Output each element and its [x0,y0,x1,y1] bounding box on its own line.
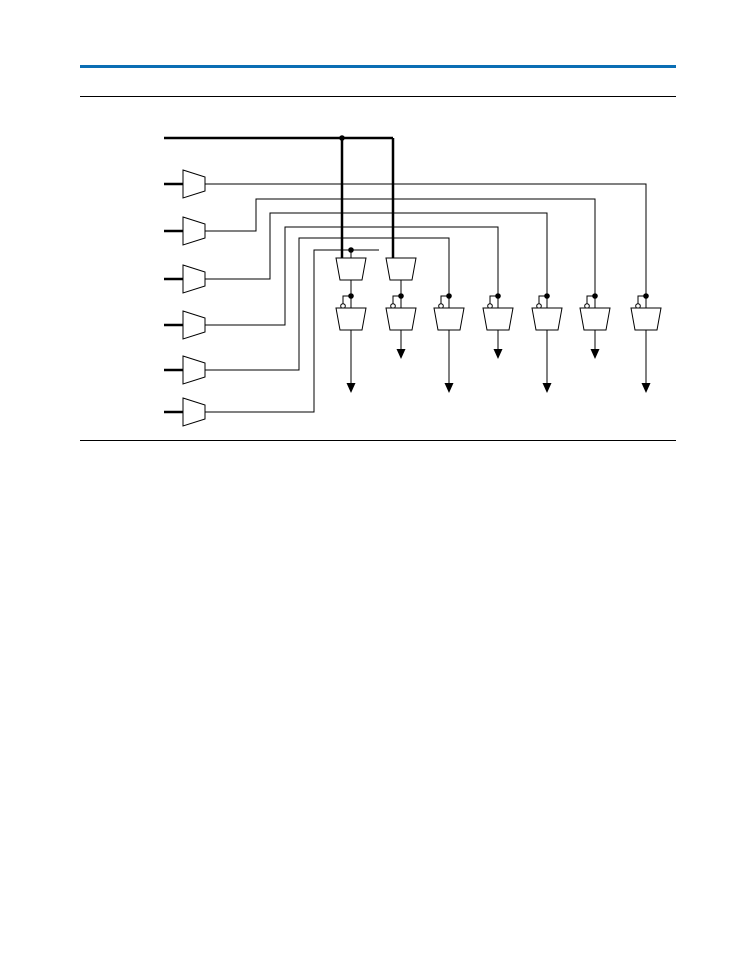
mux-trapezoid-icon [182,397,206,427]
down-arrow-icon [346,383,356,393]
junction-dot-icon [339,135,345,141]
mux-trapezoid-icon [385,257,417,281]
junction-dot-icon [446,293,452,299]
wire [205,249,379,413]
figure-top-rule [80,96,676,97]
junction-dot-icon [348,293,354,299]
down-arrow-icon [590,349,600,359]
mux-trapezoid-icon [182,355,206,385]
down-arrow-icon [542,383,552,393]
down-arrow-icon [493,349,503,359]
mux-shapes [182,135,662,427]
figure-bottom-rule [80,440,676,441]
wire [205,183,647,296]
junction-dot-icon [348,247,354,253]
wire [205,212,548,296]
mux-trapezoid-icon [482,307,514,331]
mux-trapezoid-icon [182,264,206,294]
mux-trapezoid-icon [182,169,206,199]
mux-trapezoid-icon [182,310,206,340]
down-arrow-icon [641,383,651,393]
mux-trapezoid-icon [579,307,611,331]
mux-trapezoid-icon [335,307,367,331]
mux-trapezoid-icon [385,307,417,331]
mux-trapezoid-icon [531,307,563,331]
wire [205,237,450,371]
down-arrow-icon [396,349,406,359]
junction-dot-icon [643,293,649,299]
junction-dot-icon [592,293,598,299]
junction-dot-icon [544,293,550,299]
down-arrow-icon [444,383,454,393]
wire [205,198,596,296]
wire [205,226,499,326]
mux-trapezoid-icon [335,257,367,281]
mux-trapezoid-icon [182,216,206,246]
mux-trapezoid-icon [630,307,662,331]
junction-dot-icon [495,293,501,299]
mux-trapezoid-icon [433,307,465,331]
junction-dot-icon [398,293,404,299]
header-rule [80,65,676,68]
